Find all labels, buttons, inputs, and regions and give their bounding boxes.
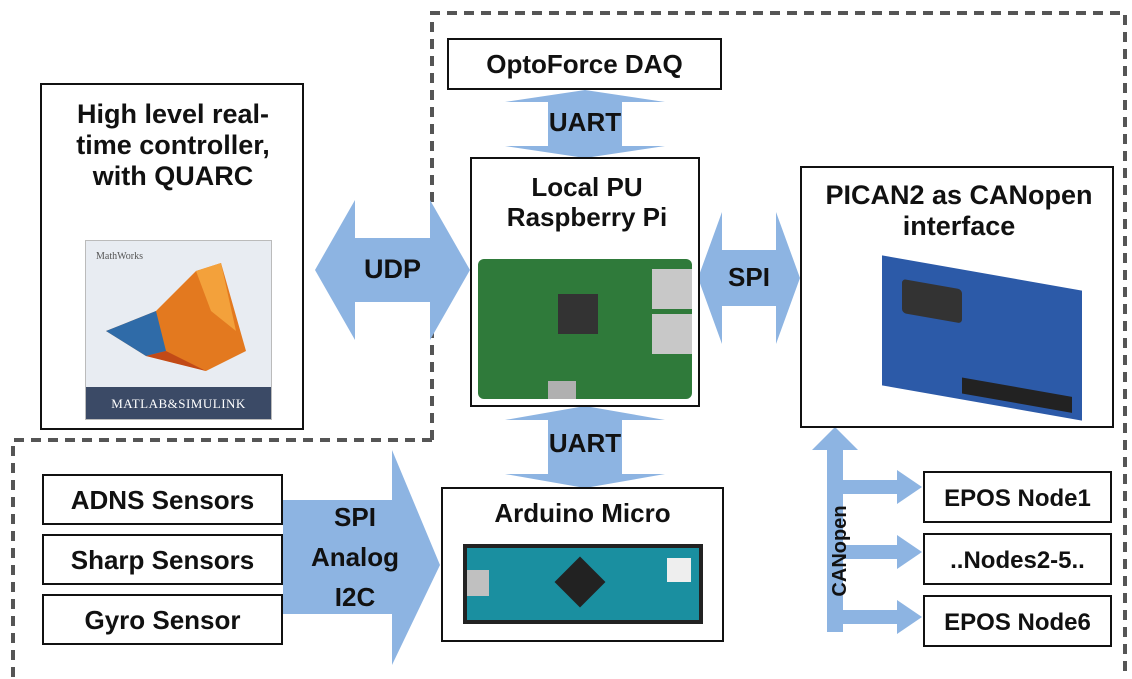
uart-bottom-label: UART bbox=[548, 428, 622, 458]
sensor-bus-arrow bbox=[283, 450, 440, 665]
raspberry-pi-board bbox=[478, 259, 692, 399]
arduino-board bbox=[463, 544, 703, 624]
epos-node6-box: EPOS Node6 bbox=[923, 595, 1112, 647]
quarc-controller-label: High level real-time controller, with QU… bbox=[76, 99, 270, 192]
matlab-logo: MathWorks MATLAB&SIMULINK bbox=[85, 240, 272, 420]
pican2-db9-connector bbox=[902, 278, 962, 324]
canopen-label: CANopen bbox=[829, 505, 851, 597]
sensor-bus-spi-label: SPI bbox=[334, 502, 376, 532]
pican2-board bbox=[882, 255, 1082, 421]
canopen-bus bbox=[812, 427, 922, 634]
arduino-usb-port bbox=[467, 570, 489, 596]
matlab-product-name: MATLAB&SIMULINK bbox=[111, 396, 246, 411]
arduino-chip bbox=[554, 556, 606, 608]
epos-node1-label: EPOS Node1 bbox=[944, 485, 1091, 512]
arduino-box: Arduino Micro bbox=[441, 487, 724, 642]
adns-sensors-box: ADNS Sensors bbox=[42, 474, 283, 525]
raspberry-cpu bbox=[558, 294, 598, 334]
pican2-box: PICAN2 as CANopen interface bbox=[800, 166, 1114, 428]
mathworks-brand: MathWorks bbox=[96, 251, 143, 262]
arduino-reset-button bbox=[667, 558, 691, 582]
uart-top-arrow bbox=[505, 90, 665, 158]
uart-bottom-arrow bbox=[505, 406, 665, 488]
nodes-2-5-box: ..Nodes2-5.. bbox=[923, 533, 1112, 585]
quarc-controller-box: High level real-time controller, with QU… bbox=[40, 83, 304, 430]
gyro-sensor-box: Gyro Sensor bbox=[42, 594, 283, 645]
raspberry-usb-port bbox=[652, 269, 692, 309]
nodes-2-5-label: ..Nodes2-5.. bbox=[950, 547, 1085, 574]
pican2-label: PICAN2 as CANopen interface bbox=[825, 180, 1093, 242]
optoforce-box: OptoForce DAQ bbox=[447, 38, 722, 90]
optoforce-label: OptoForce DAQ bbox=[486, 49, 683, 79]
uart-top-label: UART bbox=[548, 107, 622, 137]
raspberry-pi-label: Local PU Raspberry Pi bbox=[506, 172, 668, 232]
spi-label: SPI bbox=[728, 262, 770, 292]
raspberry-hdmi-port bbox=[548, 381, 576, 399]
sensor-region-border bbox=[11, 438, 432, 677]
pican2-header-pins bbox=[962, 377, 1072, 413]
udp-arrow bbox=[315, 200, 470, 340]
adns-sensors-label: ADNS Sensors bbox=[70, 485, 255, 515]
raspberry-usb-port-2 bbox=[652, 314, 692, 354]
sensor-bus-analog-label: Analog bbox=[310, 542, 400, 572]
sharp-sensors-box: Sharp Sensors bbox=[42, 534, 283, 585]
sharp-sensors-label: Sharp Sensors bbox=[70, 545, 255, 575]
gyro-sensor-label: Gyro Sensor bbox=[84, 605, 241, 635]
raspberry-pi-box: Local PU Raspberry Pi bbox=[470, 157, 700, 407]
matlab-banner bbox=[86, 387, 271, 419]
arduino-label: Arduino Micro bbox=[494, 498, 671, 528]
sensor-bus-i2c-label: I2C bbox=[334, 582, 376, 612]
membrane-icon bbox=[106, 263, 246, 371]
udp-label: UDP bbox=[363, 254, 421, 284]
epos-node6-label: EPOS Node6 bbox=[944, 609, 1091, 636]
spi-arrow bbox=[698, 212, 800, 344]
epos-node1-box: EPOS Node1 bbox=[923, 471, 1112, 523]
